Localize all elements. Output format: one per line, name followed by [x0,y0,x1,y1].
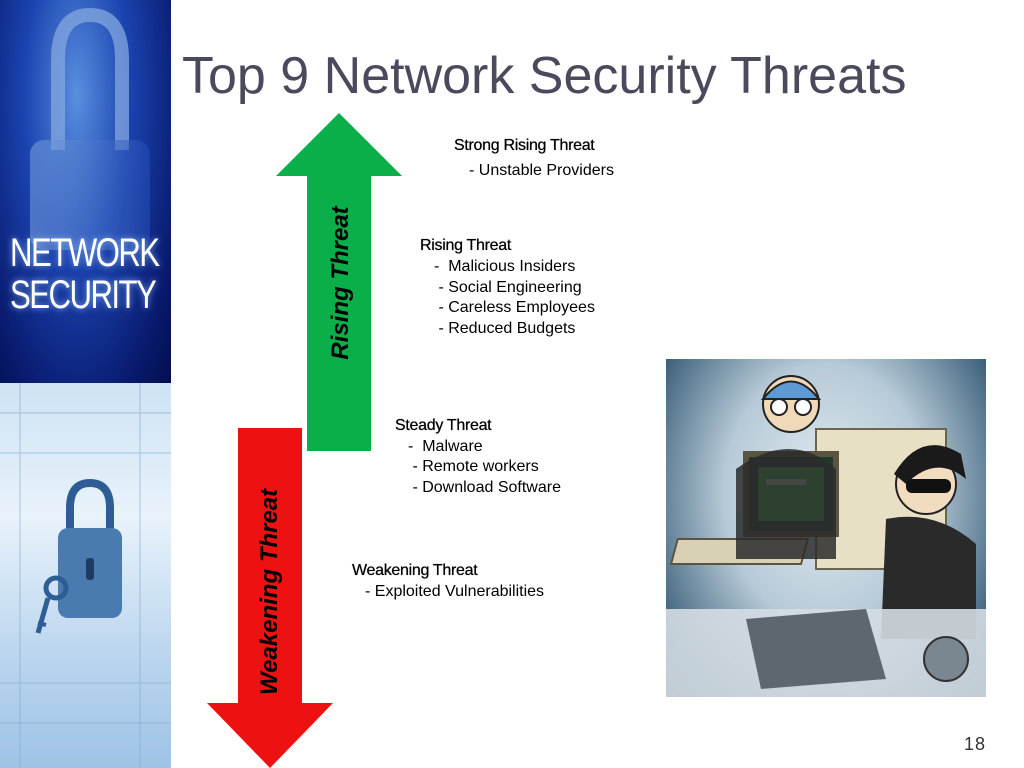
rising-threat-label: Rising Threat [327,206,354,360]
padlock-icon [0,0,171,383]
strong-rising-item: - Unstable Providers [469,162,614,179]
weakening-item: - Exploited Vulnerabilities [365,583,545,600]
steady-item: - Download Software [408,479,561,496]
hackers-at-computer-icon [666,375,986,697]
steady-item: - Remote workers [408,458,539,475]
key-padlock-image [0,383,171,768]
network-security-image: NETWORK SECURITY [0,0,171,383]
weakening-arrow [207,428,333,768]
steady-threat-heading: Steady Threat [395,417,492,434]
rising-item: - Reduced Budgets [434,320,576,337]
strong-rising-threat-heading: Strong Rising Threat [454,137,595,154]
rising-arrow [276,113,402,451]
padlock-key-icon [0,383,171,768]
sidebar-image-strip: NETWORK SECURITY [0,0,171,768]
weakening-threat-label: Weakening Threat [256,488,283,696]
weakening-threat-heading: Weakening Threat [352,562,478,579]
page-number: 18 [964,734,987,754]
rising-item: - Social Engineering [434,279,582,296]
rising-item: - Malicious Insiders [434,258,576,275]
steady-item: - Malware [408,438,483,455]
hackers-illustration [666,359,986,697]
rising-threat-heading: Rising Threat [420,237,511,254]
slide-title: Top 9 Network Security Threats [182,47,907,105]
rising-item: - Careless Employees [434,299,595,316]
